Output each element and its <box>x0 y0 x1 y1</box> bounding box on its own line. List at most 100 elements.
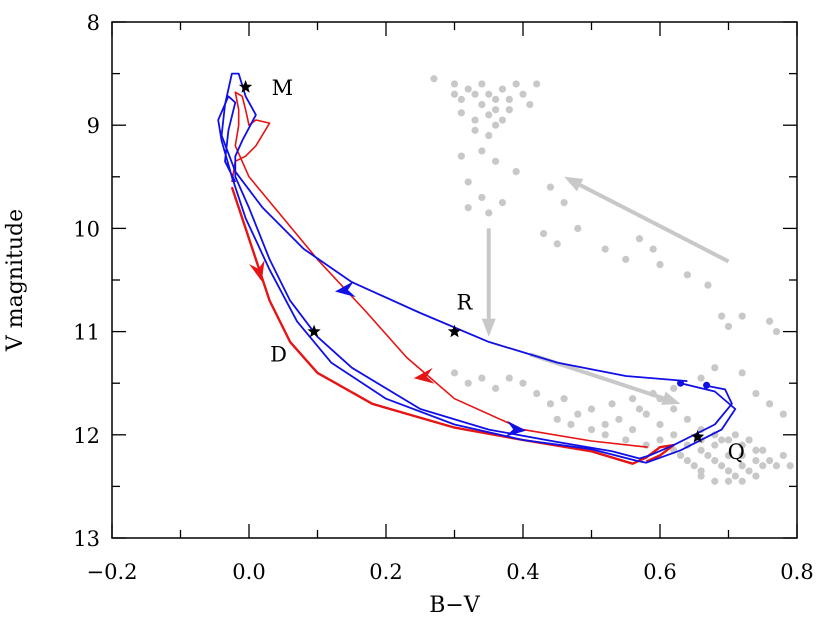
gray-data-point <box>615 415 623 423</box>
gray-data-point <box>505 95 513 103</box>
star-marker-q <box>691 429 705 443</box>
gray-data-point <box>574 410 582 418</box>
red-track-arrowhead <box>249 260 265 282</box>
gray-data-point <box>738 462 746 470</box>
gray-data-point <box>430 75 438 83</box>
gray-data-point <box>670 384 678 392</box>
point-label-q: Q <box>728 440 745 464</box>
gray-data-point <box>711 441 719 449</box>
gray-data-point <box>629 426 637 434</box>
y-tick-label: 9 <box>87 114 100 138</box>
gray-data-point <box>492 384 500 392</box>
gray-data-point <box>772 462 781 470</box>
gray-data-point <box>690 462 698 470</box>
gray-data-point <box>766 317 774 325</box>
gray-data-point <box>766 457 774 465</box>
gray-data-point <box>697 467 705 475</box>
gray-data-point <box>587 405 596 413</box>
gray-data-point <box>546 183 555 191</box>
blue-track-dot <box>677 379 685 387</box>
gray-arrow-head <box>564 176 584 192</box>
gray-data-point <box>471 126 479 134</box>
gray-data-point <box>450 90 459 98</box>
gray-data-point <box>478 147 486 155</box>
gray-data-point <box>649 245 657 253</box>
gray-data-point <box>478 193 486 202</box>
x-tick-label: −0.2 <box>87 560 138 584</box>
x-tick-label: 0.6 <box>643 560 676 584</box>
gray-data-point <box>512 80 520 88</box>
gray-data-point <box>676 451 685 460</box>
gray-data-point <box>492 106 500 114</box>
gray-data-point <box>485 209 493 217</box>
gray-data-point <box>505 374 513 382</box>
gray-data-point <box>704 451 712 460</box>
gray-data-point <box>697 446 705 454</box>
gray-data-point <box>464 204 472 212</box>
gray-data-point <box>457 152 465 160</box>
x-tick-label: 0.2 <box>369 560 402 584</box>
gray-data-point <box>731 431 739 439</box>
point-label-d: D <box>270 343 287 367</box>
gray-data-point <box>697 374 705 382</box>
blue-track-outer <box>220 72 733 460</box>
gray-data-point <box>498 85 507 93</box>
gray-data-point <box>683 415 692 423</box>
gray-data-point <box>724 322 733 331</box>
gray-data-point <box>724 477 733 485</box>
plot-frame <box>111 21 798 539</box>
gray-data-point <box>683 271 692 279</box>
gray-data-point <box>464 85 472 93</box>
gray-data-point <box>731 472 739 480</box>
gray-data-point <box>519 379 527 387</box>
gray-data-point <box>642 410 650 418</box>
gray-data-point <box>567 420 575 429</box>
y-tick-label: 11 <box>73 321 100 345</box>
x-tick-label: 0.8 <box>780 560 813 584</box>
star-marker-m <box>238 80 253 93</box>
gray-data-point <box>752 446 760 454</box>
gray-observed-layer <box>430 75 794 485</box>
point-label-r: R <box>457 291 474 315</box>
gray-data-point <box>450 369 459 377</box>
gray-data-point <box>471 116 479 124</box>
x-axis-label: B−V <box>429 593 481 618</box>
gray-data-point <box>759 446 767 454</box>
gray-data-point <box>752 389 760 398</box>
red-track-arrowhead <box>413 367 435 384</box>
gray-data-point <box>533 80 541 88</box>
evolutionary-tracks-layer <box>217 72 737 465</box>
gray-data-point <box>485 131 493 140</box>
gray-data-point <box>656 420 664 429</box>
gray-data-point <box>526 100 534 109</box>
gray-data-point <box>608 400 616 408</box>
gray-data-point <box>560 395 568 403</box>
gray-data-point <box>478 374 486 382</box>
y-tick-label: 13 <box>73 527 100 551</box>
gray-data-point <box>779 410 787 418</box>
gray-data-point <box>492 95 500 103</box>
gray-data-point <box>766 400 774 408</box>
gray-data-point <box>485 111 493 119</box>
red-track-inner <box>230 186 675 465</box>
gray-data-point <box>711 457 719 465</box>
x-tick-label: 0.4 <box>506 560 539 584</box>
gray-data-point <box>745 436 753 444</box>
gray-data-point <box>683 457 692 465</box>
gray-data-point <box>738 312 746 320</box>
gray-data-point <box>553 415 561 423</box>
gray-data-point <box>512 168 520 176</box>
gray-data-point <box>457 95 465 103</box>
gray-data-point <box>553 240 561 248</box>
gray-data-point <box>471 90 479 98</box>
gray-data-point <box>587 426 596 434</box>
gray-data-point <box>635 235 644 243</box>
gray-data-point <box>724 451 733 460</box>
gray-data-point <box>498 116 507 124</box>
gray-data-point <box>492 157 500 165</box>
star-marker-r <box>447 324 462 338</box>
gray-data-point <box>779 451 787 460</box>
gray-data-point <box>635 405 644 413</box>
